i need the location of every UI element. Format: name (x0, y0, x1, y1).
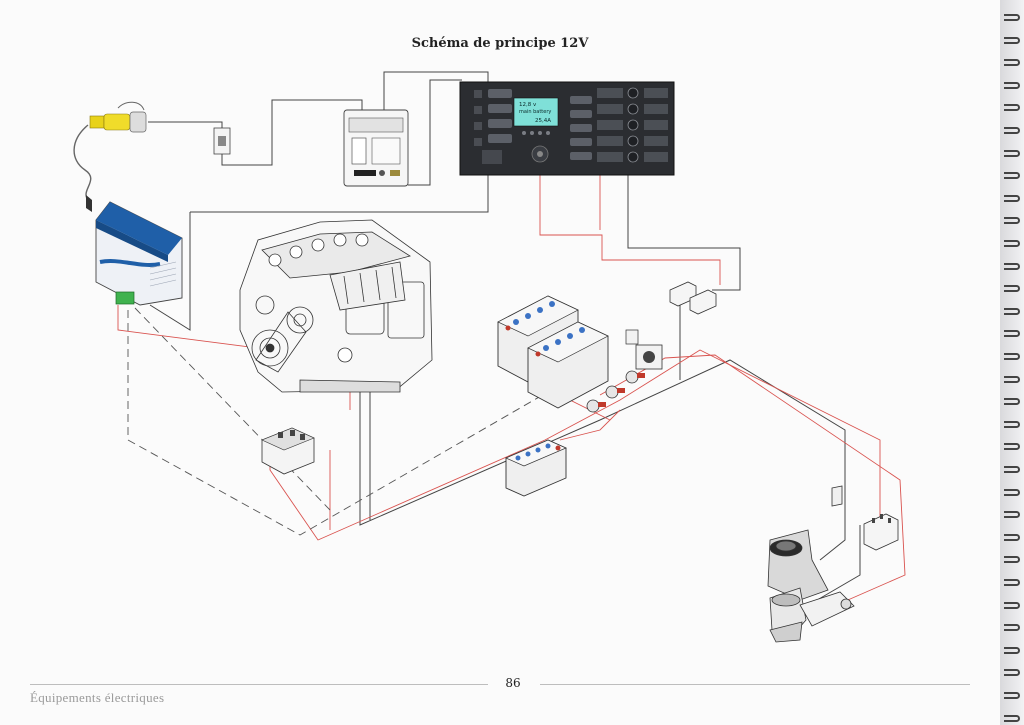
binding-coil (1004, 398, 1020, 406)
relay-block (669, 281, 717, 315)
binding-coil (1004, 646, 1020, 654)
binding-coil (1004, 36, 1020, 44)
shore-power-plug (73, 101, 147, 212)
binding-coil (1004, 375, 1020, 383)
binding-coil (1004, 330, 1020, 338)
fuse-holder (213, 127, 231, 155)
page-title: Schéma de principe 12V (411, 36, 589, 51)
binding-coil (1004, 601, 1020, 609)
binding-coil (1004, 624, 1020, 632)
dark-wires (148, 71, 861, 611)
lcd-battery-label: main battery (519, 109, 551, 115)
binding-coil (1004, 420, 1020, 428)
binding-coil (1004, 466, 1020, 473)
battery-switches (586, 329, 663, 413)
binding-coil (1004, 307, 1020, 315)
section-footer: Équipements électriques (30, 690, 165, 705)
charge-splitter (261, 427, 315, 475)
footer-rule-left (30, 684, 488, 685)
binding-coil (1004, 59, 1020, 67)
binding-coil (1004, 714, 1020, 722)
footer-rule-right (540, 684, 970, 685)
binding-coil (1004, 240, 1020, 247)
binding-coil (1004, 533, 1020, 541)
windlass-contactor (863, 513, 899, 551)
binding-coil (1004, 127, 1020, 134)
windlass-switch (831, 485, 843, 507)
binding-coil (1004, 217, 1020, 225)
binding-coil (1004, 149, 1020, 157)
control-panel: 12,8 v main battery 25,4A (459, 81, 675, 176)
anchor-windlass (767, 529, 855, 643)
binding-coil (1004, 511, 1020, 519)
binding-coil (1004, 669, 1020, 677)
lcd-current: 25,4A (535, 118, 551, 124)
binding-coil (1004, 285, 1020, 293)
binding-coil (1004, 353, 1020, 360)
binding-coil (1004, 194, 1020, 202)
page-number: 86 (505, 676, 521, 690)
start-battery (505, 439, 567, 497)
service-batteries (497, 295, 609, 409)
binding-coil (1004, 556, 1020, 564)
dashed-wires (127, 307, 561, 536)
binding-coil (1004, 579, 1020, 586)
binding-coil (1004, 488, 1020, 496)
battery-charger (95, 201, 183, 306)
lcd-voltage: 12,8 v (519, 102, 537, 108)
distribution-box (343, 109, 409, 187)
binding-coil (1004, 262, 1020, 270)
binding-coil (1004, 692, 1020, 699)
binding-coil (1004, 172, 1020, 180)
binding-coil (1004, 14, 1020, 21)
binding-coil (1004, 104, 1020, 112)
wiring-diagram: 12,8 v main battery 25,4A (73, 71, 906, 643)
engine (239, 219, 433, 393)
binding-coil (1004, 81, 1020, 89)
binding-coil (1004, 443, 1020, 451)
